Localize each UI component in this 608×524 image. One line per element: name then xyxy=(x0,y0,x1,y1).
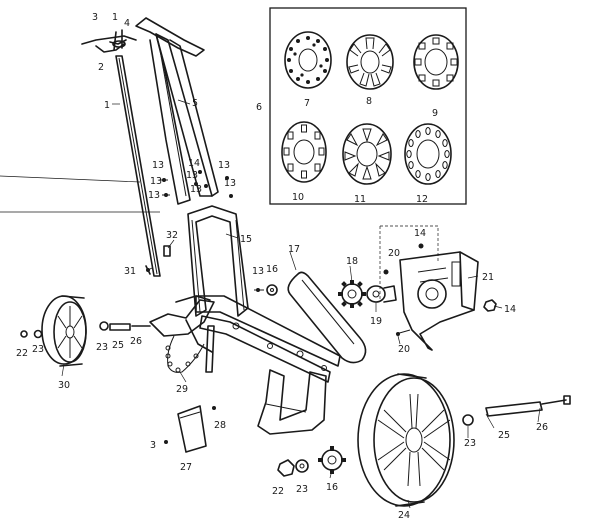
small-wheel-30 xyxy=(41,295,87,367)
sprocket-18-lower xyxy=(318,446,346,474)
label-4: 4 xyxy=(124,18,130,29)
label-22-left: 22 xyxy=(16,348,28,359)
label-6: 6 xyxy=(256,102,262,113)
label-22-bottom: 22 xyxy=(272,486,284,497)
seed-plate-8 xyxy=(346,34,394,90)
handle-grip-knob xyxy=(81,29,137,53)
hub-19 xyxy=(366,285,397,303)
nut-14-right xyxy=(483,299,497,312)
label-27: 27 xyxy=(180,462,192,473)
label-5: 5 xyxy=(192,98,198,109)
label-13-g: 13 xyxy=(224,178,236,189)
label-3-bottom: 3 xyxy=(150,440,156,451)
scraper-27 xyxy=(164,405,216,453)
label-23-bottom: 23 xyxy=(296,484,308,495)
big-wheel-24 xyxy=(357,373,455,507)
bolt-14-top xyxy=(418,243,424,249)
label-10: 10 xyxy=(292,192,304,203)
label-13-b: 13 xyxy=(150,176,162,187)
leader-line-left xyxy=(0,175,141,183)
seed-plate-7 xyxy=(284,31,332,89)
leader-lines xyxy=(61,99,541,509)
seed-plate-inset-box xyxy=(269,7,467,205)
left-axle-parts xyxy=(20,321,151,339)
label-2: 2 xyxy=(98,62,104,73)
label-1: 1 xyxy=(104,100,110,111)
part-number-labels: 3 1 4 2 1 5 6 7 8 9 10 11 12 13 13 13 14… xyxy=(16,12,548,521)
label-25-left: 25 xyxy=(112,340,124,351)
label-7: 7 xyxy=(304,98,310,109)
label-11: 11 xyxy=(354,194,366,205)
handle-rod xyxy=(115,55,161,277)
label-14-c: 14 xyxy=(504,304,516,315)
label-13-f: 13 xyxy=(218,160,230,171)
nut-22-lower xyxy=(277,459,295,477)
label-13-a: 13 xyxy=(152,160,164,171)
side-frame-bars xyxy=(195,295,341,383)
drive-chain-17 xyxy=(287,271,367,364)
handle-bolts xyxy=(160,170,233,198)
t-handle xyxy=(135,17,219,205)
label-15: 15 xyxy=(240,234,252,245)
label-3: 3 xyxy=(92,12,98,23)
bolt-20-top xyxy=(383,269,389,275)
support-leg xyxy=(205,325,215,373)
label-14-a: 14 xyxy=(188,158,200,169)
bolt-20-lower xyxy=(395,329,411,336)
label-19: 19 xyxy=(370,316,382,327)
label-18-top: 18 xyxy=(346,256,358,267)
seed-plate-12 xyxy=(404,123,452,185)
seed-plate-10 xyxy=(281,121,327,183)
label-13-h: 13 xyxy=(252,266,264,277)
label-12: 12 xyxy=(416,194,428,205)
label-21: 21 xyxy=(482,272,494,283)
hopper-dashed-guide xyxy=(379,225,439,300)
label-24: 24 xyxy=(398,510,410,521)
label-23-right: 23 xyxy=(464,438,476,449)
label-28: 28 xyxy=(214,420,226,431)
label-25-right: 25 xyxy=(498,430,510,441)
label-1-top: 1 xyxy=(112,12,118,23)
label-23-mid: 23 xyxy=(96,342,108,353)
label-20-top: 20 xyxy=(388,248,400,259)
seed-plate-11 xyxy=(342,123,392,185)
label-17: 17 xyxy=(288,244,300,255)
label-14-b: 14 xyxy=(414,228,426,239)
label-13-c: 13 xyxy=(148,190,160,201)
bolt-13-mid xyxy=(256,288,260,292)
label-23-left: 23 xyxy=(32,344,44,355)
label-16-top: 16 xyxy=(266,264,278,275)
seed-hopper-21 xyxy=(399,251,479,351)
label-26-right: 26 xyxy=(536,422,548,433)
right-axle-parts xyxy=(462,395,571,426)
seed-plate-9 xyxy=(413,34,459,90)
label-29: 29 xyxy=(176,384,188,395)
washer-23-lower xyxy=(295,459,309,473)
main-frame xyxy=(187,205,249,317)
label-13-e: 13 xyxy=(190,184,202,195)
label-8: 8 xyxy=(366,96,372,107)
label-26-left: 26 xyxy=(130,336,142,347)
label-16-bottom: 16 xyxy=(326,482,338,493)
label-30: 30 xyxy=(58,380,70,391)
label-9: 9 xyxy=(432,108,438,119)
label-13-d: 13 xyxy=(186,170,198,181)
label-31: 31 xyxy=(124,266,136,277)
block-32 xyxy=(163,245,171,257)
chain-29 xyxy=(165,335,205,373)
sprocket-18-upper xyxy=(338,280,366,308)
label-32: 32 xyxy=(166,230,178,241)
front-arm-bracket xyxy=(149,295,215,353)
label-20-bottom: 20 xyxy=(398,344,410,355)
furrow-opener xyxy=(257,369,327,435)
